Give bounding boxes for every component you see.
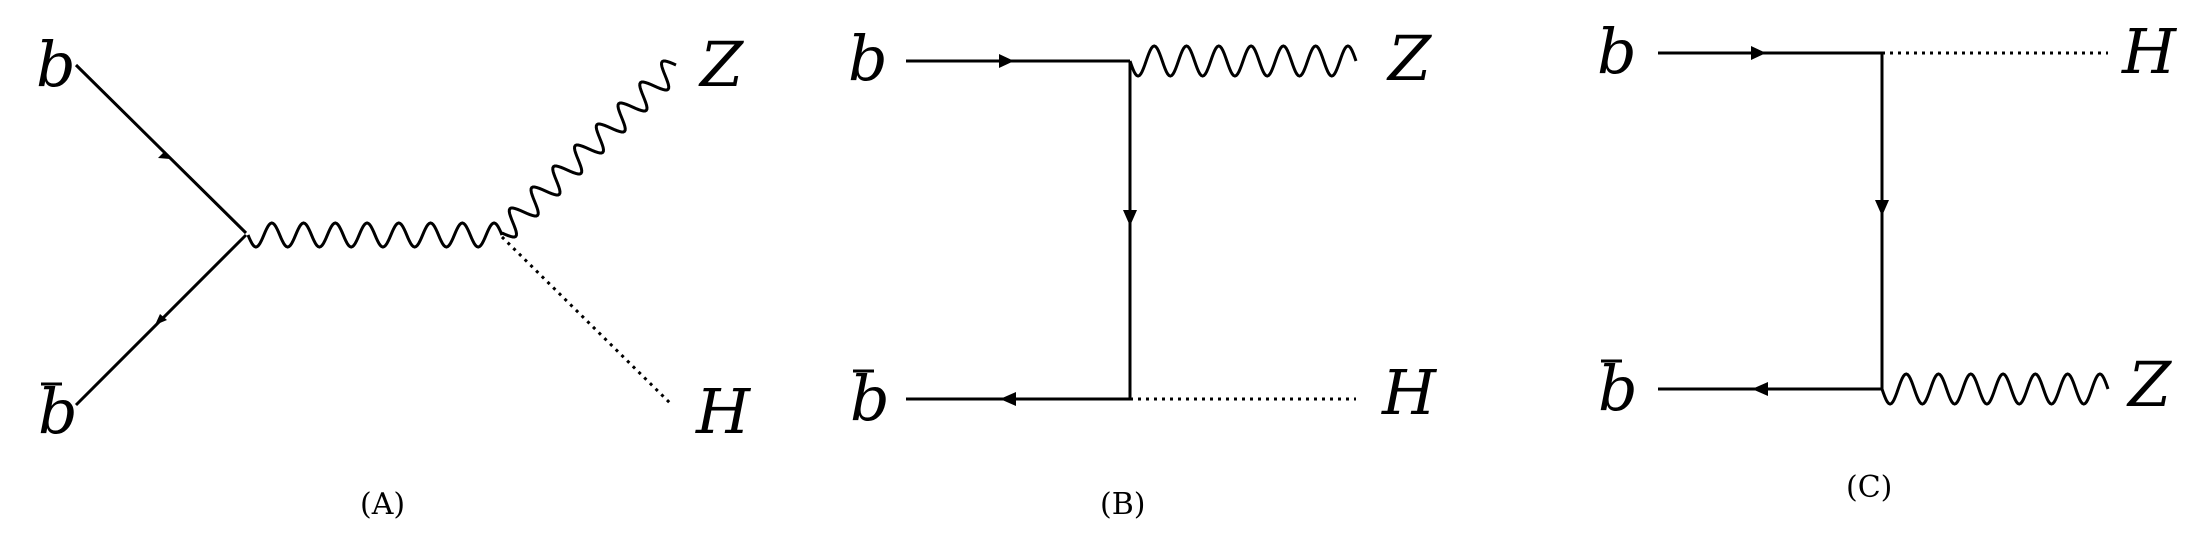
- diagram-b-label-bbar: b: [850, 362, 890, 435]
- diagram-c-label-z: Z: [2126, 348, 2172, 421]
- diagram-c-exchange-arrow: [1875, 200, 1889, 216]
- diagram-b-label-b: b: [848, 22, 888, 95]
- diagram-c-bottom-arrow: [1752, 382, 1768, 396]
- diagram-b-bottom-arrow: [1000, 392, 1016, 406]
- svg-text:b: b: [850, 362, 890, 435]
- diagram-a-b-quark-line: [74, 63, 248, 235]
- diagram-b: b b Z H (B): [848, 22, 1438, 522]
- diagram-a-label-z: Z: [698, 28, 744, 101]
- diagram-b-z-boson-wavy: [1128, 44, 1358, 78]
- diagram-a-z-boson-wavy: [501, 59, 677, 239]
- svg-text:b: b: [1598, 352, 1638, 425]
- diagram-b-label-z: Z: [1386, 22, 1432, 95]
- diagram-a: b b Z H (A): [36, 28, 752, 522]
- diagram-a-b-arrow: [158, 151, 170, 159]
- diagram-b-caption: (B): [1100, 487, 1145, 522]
- diagram-b-exchange-arrow: [1123, 210, 1137, 226]
- diagram-c-label-h: H: [2121, 15, 2178, 88]
- diagram-a-caption: (A): [360, 487, 405, 522]
- diagram-c-label-bbar: b: [1598, 352, 1638, 425]
- diagram-c-z-boson-wavy: [1880, 372, 2110, 406]
- diagram-c-top-arrow: [1751, 46, 1766, 60]
- diagram-c-label-b: b: [1597, 15, 1637, 88]
- svg-text:b: b: [38, 375, 78, 448]
- diagram-a-higgs-dotted: [500, 235, 674, 407]
- diagram-a-label-h: H: [695, 375, 752, 448]
- diagram-c-caption: (C): [1846, 470, 1892, 505]
- diagram-a-propagator-wavy: [246, 221, 504, 249]
- diagram-a-bbar-arrow: [155, 314, 167, 325]
- diagram-b-top-arrow: [999, 54, 1014, 68]
- diagram-c: b b H Z (C): [1597, 15, 2178, 505]
- diagram-b-label-h: H: [1381, 356, 1438, 429]
- diagram-a-label-bbar: b: [38, 375, 78, 448]
- diagram-a-label-b: b: [36, 28, 76, 101]
